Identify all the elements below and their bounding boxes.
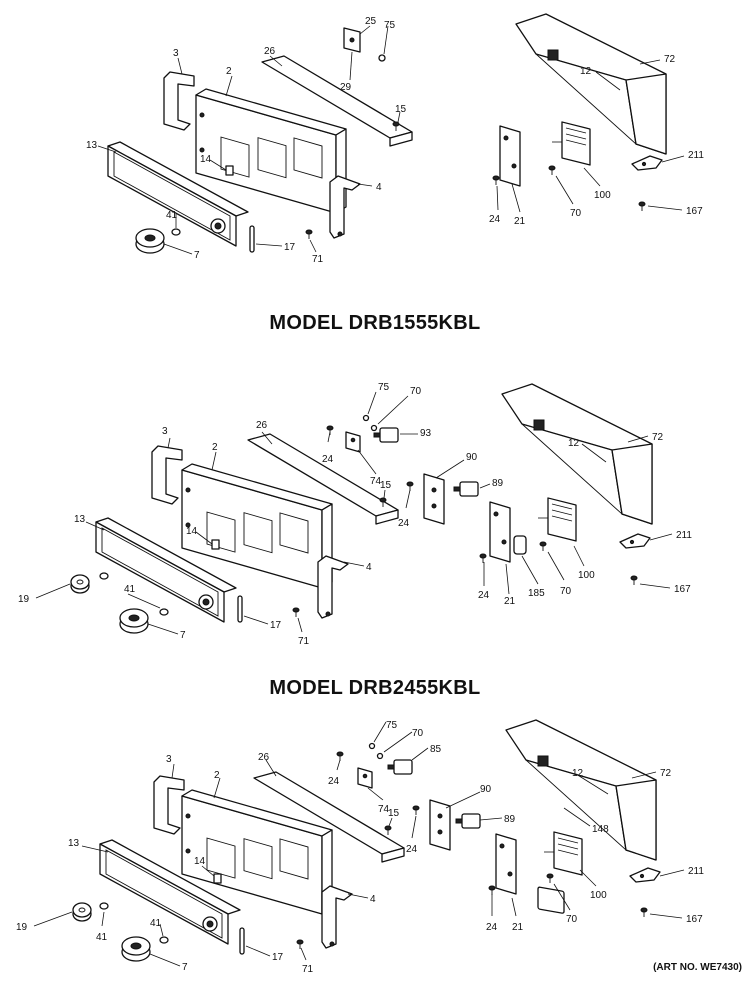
callout: 21 (514, 216, 526, 227)
callout: 70 (410, 386, 422, 397)
callout: 4 (376, 182, 382, 193)
callout: 74 (370, 476, 382, 487)
callout: 17 (284, 242, 296, 253)
callout: 24 (398, 518, 410, 529)
callout: 167 (686, 914, 703, 925)
callout: 24 (328, 776, 340, 787)
callout: 167 (686, 206, 703, 217)
section-2-callouts: 75 70 3 2 26 24 93 74 90 15 89 24 72 12 … (18, 382, 692, 647)
callout: 29 (340, 82, 352, 93)
callout: 3 (173, 48, 179, 59)
callout: 70 (560, 586, 572, 597)
callout: 100 (594, 190, 611, 201)
callout: 12 (572, 768, 584, 779)
callout: 17 (270, 620, 282, 631)
callout: 71 (298, 636, 310, 647)
callout: 100 (578, 570, 595, 581)
callout: 75 (378, 382, 390, 393)
callout: 15 (380, 480, 392, 491)
callout: 12 (568, 438, 580, 449)
callout: 72 (652, 432, 664, 443)
callout: 90 (480, 784, 492, 795)
callout: 13 (86, 140, 98, 151)
callout: 70 (570, 208, 582, 219)
callout: 85 (430, 744, 442, 755)
callout: 13 (68, 838, 80, 849)
section-1-parts (107, 13, 667, 254)
callout: 75 (384, 20, 396, 31)
callout: 71 (302, 964, 314, 975)
callout: 2 (214, 770, 220, 781)
callout: 167 (674, 584, 691, 595)
callout: 41 (150, 918, 162, 929)
callout: 15 (388, 808, 400, 819)
callout: 24 (406, 844, 418, 855)
callout: 24 (478, 590, 490, 601)
model-title-2: MODEL DRB2455KBL (269, 677, 481, 699)
section-1-callouts: 3 2 26 25 75 29 15 13 14 4 41 7 17 71 72… (86, 16, 704, 265)
callout: 7 (180, 630, 186, 641)
callout: 19 (18, 594, 30, 605)
callout: 148 (592, 824, 609, 835)
callout: 100 (590, 890, 607, 901)
callout: 41 (124, 584, 136, 595)
callout: 2 (212, 442, 218, 453)
callout: 14 (200, 154, 212, 165)
callout: 19 (16, 922, 28, 933)
callout: 89 (504, 814, 516, 825)
callout: 26 (256, 420, 268, 431)
callout: 7 (194, 250, 200, 261)
callout: 72 (660, 768, 672, 779)
section-2-parts (70, 383, 653, 634)
callout: 17 (272, 952, 284, 963)
callout: 7 (182, 962, 188, 973)
callout: 15 (395, 104, 407, 115)
callout: 21 (504, 596, 516, 607)
callout: 211 (688, 866, 704, 877)
callout: 26 (264, 46, 276, 57)
callout: 14 (186, 526, 198, 537)
callout: 4 (370, 894, 376, 905)
callout: 3 (162, 426, 168, 437)
callout: 74 (378, 804, 390, 815)
callout: 21 (512, 922, 524, 933)
callout: 70 (412, 728, 424, 739)
callout: 185 (528, 588, 545, 599)
section-3-callouts: 75 70 3 26 2 85 24 74 90 15 89 24 148 72… (16, 720, 704, 975)
callout: 24 (322, 454, 334, 465)
callout: 90 (466, 452, 478, 463)
art-number: (ART NO. WE7430) (653, 962, 742, 973)
callout: 71 (312, 254, 324, 265)
callout: 12 (580, 66, 592, 77)
callout: 4 (366, 562, 372, 573)
callout: 24 (486, 922, 498, 933)
callout: 24 (489, 214, 501, 225)
callout: 13 (74, 514, 86, 525)
section-3-leader-lines (33, 721, 685, 967)
section-1-leader-lines (97, 25, 685, 255)
callout: 72 (664, 54, 676, 65)
callout: 26 (258, 752, 270, 763)
callout: 3 (166, 754, 172, 765)
callout: 89 (492, 478, 504, 489)
callout: 93 (420, 428, 432, 439)
callout: 70 (566, 914, 578, 925)
callout: 2 (226, 66, 232, 77)
callout: 25 (365, 16, 377, 27)
callout: 14 (194, 856, 206, 867)
section-2-leader-lines (35, 391, 673, 635)
callout: 211 (688, 150, 704, 161)
model-title-1: MODEL DRB1555KBL (269, 312, 481, 334)
callout: 75 (386, 720, 398, 731)
callout: 41 (96, 932, 108, 943)
callout: 41 (166, 210, 178, 221)
section-3-parts (72, 719, 661, 962)
callout: 211 (676, 530, 692, 541)
